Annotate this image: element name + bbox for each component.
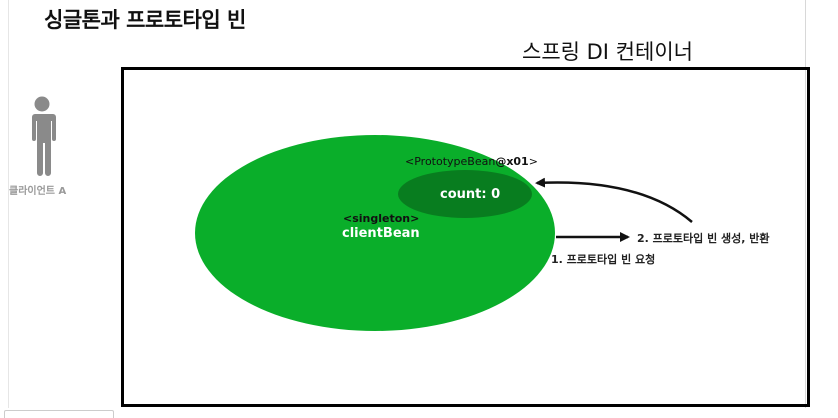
prototype-bean-ellipse	[398, 170, 532, 218]
person-icon	[31, 96, 56, 176]
prototype-count-field: count: 0	[440, 187, 501, 202]
slide-frame	[8, 0, 806, 408]
container-title: 스프링 DI 컨테이너	[522, 40, 693, 64]
singleton-scope-tag: <singleton>	[343, 212, 420, 225]
step-request-label: 1. 프로토타입 빈 요청	[551, 253, 656, 266]
bottom-tab-stub	[4, 410, 114, 418]
prototype-ref-suffix: >	[528, 155, 538, 168]
prototype-ref-prefix: <PrototypeBean	[405, 155, 496, 168]
slide-title: 싱글톤과 프로토타입 빈	[44, 8, 246, 32]
return-arrow	[535, 177, 693, 223]
prototype-bean-reference: <PrototypeBean@x01>	[405, 155, 538, 168]
prototype-ref-id: @x01	[495, 155, 529, 168]
step-create-return-label: 2. 프로토타입 빈 생성, 반환	[637, 232, 770, 245]
spring-container-box	[121, 67, 810, 407]
client-label: 클라이언트 A	[9, 186, 67, 197]
client-bean-name: clientBean	[342, 226, 420, 241]
